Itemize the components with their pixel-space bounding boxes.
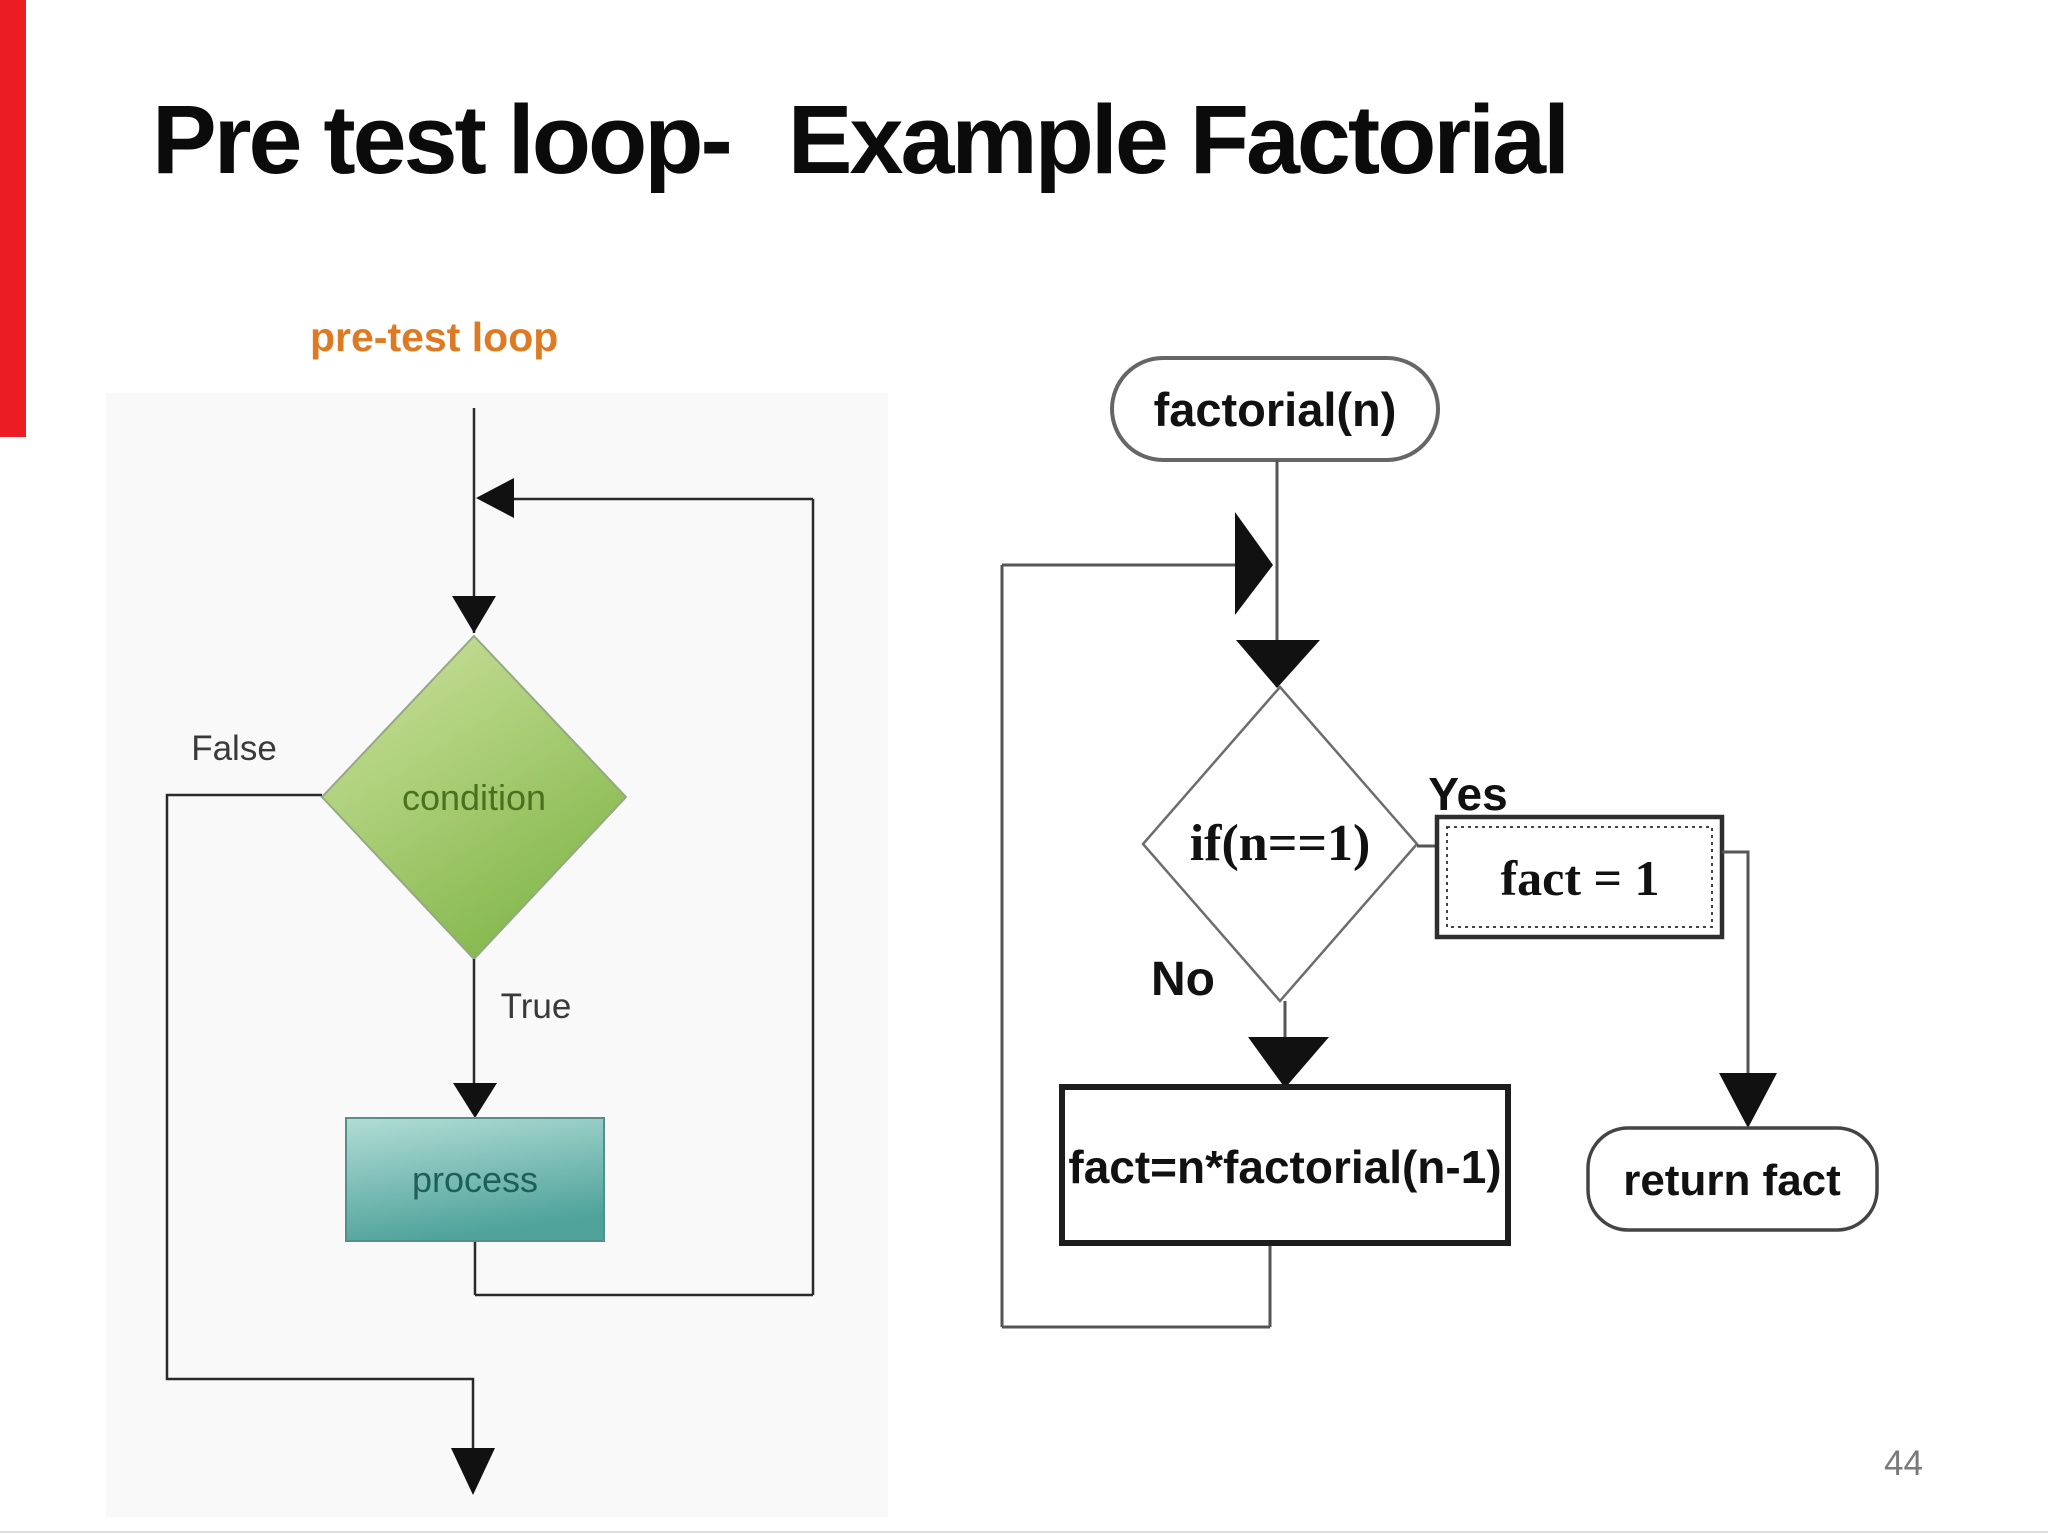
true-label: True xyxy=(501,987,572,1026)
page-title: Pre test loop- Example Factorial xyxy=(152,84,1570,196)
no-label: No xyxy=(1151,953,1215,1006)
diagram-panel xyxy=(106,393,888,1517)
bottom-rule xyxy=(0,1531,2048,1533)
assign-box xyxy=(1434,814,1725,940)
assign-label: fact = 1 xyxy=(1501,850,1660,906)
recurse-box xyxy=(1059,1084,1511,1246)
return-arrowhead-down-icon xyxy=(1719,1073,1777,1128)
title-left: Pre test loop- xyxy=(152,85,733,194)
return-label: return fact xyxy=(1623,1156,1841,1205)
title-right: Example Factorial xyxy=(787,85,1570,194)
pretest-loop-heading: pre-test loop xyxy=(310,314,559,360)
condition-arrowhead-down-icon xyxy=(452,596,496,633)
accent-bar xyxy=(0,0,26,437)
factorial-diagram: factorial(n) if(n==1) Yes fact = 1 retur… xyxy=(1000,356,1879,1329)
recurse-label: fact=n*factorial(n-1) xyxy=(1068,1141,1501,1193)
process-arrowhead-down-icon xyxy=(453,1083,497,1118)
assign-to-return-line xyxy=(1722,850,1750,1073)
start-label: factorial(n) xyxy=(1154,383,1397,436)
recurse-arrowhead-down-icon xyxy=(1248,1037,1329,1088)
process-label: process xyxy=(412,1159,538,1200)
exit-arrowhead-down-icon xyxy=(451,1448,495,1495)
decision-diamond xyxy=(1141,685,1419,1003)
process-box xyxy=(345,1117,605,1242)
return-terminator xyxy=(1586,1126,1879,1232)
decision-label: if(n==1) xyxy=(1190,815,1371,872)
decision-arrowhead-down-icon xyxy=(1236,640,1320,688)
start-terminator xyxy=(1110,356,1440,462)
false-label: False xyxy=(191,729,277,768)
page-number: 44 xyxy=(1884,1444,1923,1483)
loop-entry-arrowhead-right-icon xyxy=(1235,512,1273,615)
yes-label: Yes xyxy=(1428,768,1507,820)
assign-box-inner-border xyxy=(1446,826,1713,928)
loopback-arrowhead-left-icon xyxy=(476,478,514,518)
false-branch-line xyxy=(165,793,475,1452)
condition-label: condition xyxy=(402,777,546,818)
pretest-loop-diagram: condition False True process xyxy=(106,393,888,1517)
